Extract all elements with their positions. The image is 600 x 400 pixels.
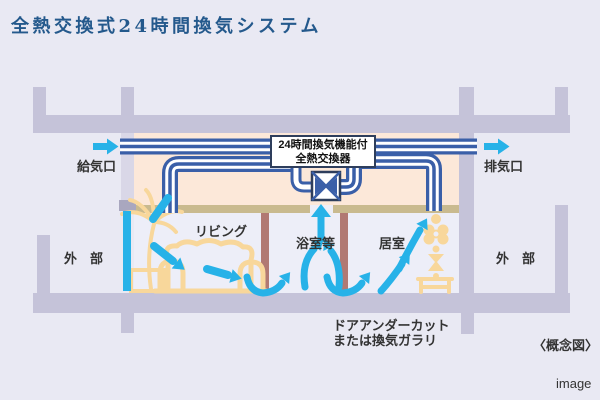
below-floor-stub-left — [121, 313, 134, 333]
outer-left-wall-stub — [33, 87, 46, 115]
page-title: 全熱交換式24時間換気システム — [11, 16, 323, 37]
supply-wall-vent-cap — [119, 200, 136, 211]
label-exhaust-port: 排気口 — [484, 159, 524, 174]
inner-right-wall-stub — [459, 87, 474, 115]
outer-left-wall — [37, 235, 50, 293]
ceiling-band — [134, 205, 459, 213]
rooms-interior — [134, 213, 459, 293]
label-exterior-left: 外 部 — [64, 251, 104, 266]
inner-right-wall — [459, 133, 474, 293]
unit-label-box: 24時間換気機能付 全熱交換器 — [270, 135, 376, 168]
supply-air-arrow-icon — [93, 138, 119, 155]
label-caption: 〈概念図〉 — [533, 338, 599, 353]
outer-right-wall-stub — [555, 87, 568, 115]
label-door-undercut-line1: ドアアンダーカット — [333, 318, 450, 333]
image-watermark: image — [556, 376, 592, 391]
label-living-room: リビング — [195, 224, 248, 239]
wall-supply-airstream — [123, 211, 131, 291]
supply-wall-duct — [121, 133, 134, 200]
roof-slab — [33, 115, 570, 133]
label-door-undercut-line2: または換気ガラリ — [333, 333, 438, 348]
ceiling-vent-gap — [310, 205, 333, 213]
label-door-undercut: ドアアンダーカット または換気ガラリ — [333, 318, 449, 348]
unit-label-line2: 全熱交換器 — [295, 153, 351, 165]
outer-right-wall — [555, 205, 568, 293]
exhaust-air-arrow-icon — [484, 138, 510, 155]
label-supply-port: 給気口 — [77, 159, 117, 174]
inner-left-wall-stub — [121, 87, 134, 115]
unit-label-line1: 24時間換気機能付 — [278, 139, 368, 151]
label-room: 居室 — [379, 236, 406, 251]
floor-slab — [33, 293, 570, 313]
label-bathroom: 浴室等 — [296, 236, 336, 251]
label-exterior-right: 外 部 — [496, 251, 536, 266]
below-floor-stub-right — [461, 313, 474, 334]
